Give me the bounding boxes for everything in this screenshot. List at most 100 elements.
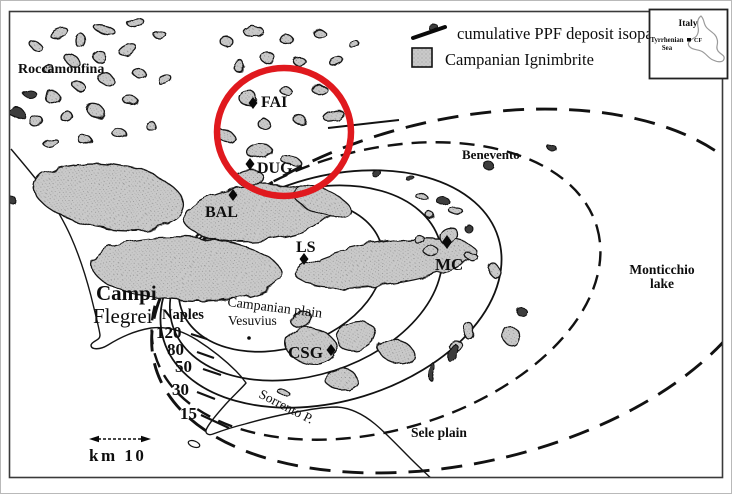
ignimbrite-patch [280, 154, 302, 168]
ignimbrite-patch [123, 96, 139, 106]
ignimbrite-patch [426, 212, 436, 220]
ignimbrite-patch [75, 33, 87, 49]
dark-outcrop [10, 107, 25, 119]
ignimbrite-patch [43, 90, 59, 102]
ignimbrite-patch [347, 38, 359, 48]
isopach-50-curve [159, 169, 503, 409]
ignimbrite-patch [285, 327, 337, 365]
dark-outcrop [515, 306, 527, 316]
ignimbrite-patch [277, 388, 291, 398]
ignimbrite-patch [232, 61, 246, 71]
ignimbrite-patch [292, 114, 306, 124]
ignimbrite-patch [311, 84, 327, 94]
inset-cf-label: CF [694, 38, 702, 44]
label-flegrei: Flegrei [93, 304, 153, 328]
ignimbrite-patch [502, 325, 520, 347]
site-marker-csg [326, 344, 336, 356]
label-site-dug: DUG [257, 160, 293, 177]
dark-outcrop [426, 362, 436, 380]
legend: cumulative PPF deposit isopachs Campania… [411, 24, 675, 69]
ignimbrite-patch [218, 35, 234, 47]
ignimbrite-patch [288, 310, 314, 328]
ignimbrite-patch [328, 56, 344, 66]
site-marker-dug [245, 158, 255, 170]
site-markers [228, 97, 452, 356]
ignimbrite-patch [72, 81, 86, 91]
legend-isopach-label: cumulative PPF deposit isopachs [457, 24, 675, 43]
dark-outcrop [436, 196, 450, 206]
dark-outcrop [22, 88, 36, 98]
capri-island-outline [187, 439, 201, 449]
label-monticchio-line1: Monticchio [629, 262, 694, 277]
isopach-segment [327, 119, 400, 129]
ignimbrite-swatch-icon [411, 47, 433, 68]
label-campi: Campi [96, 281, 157, 305]
label-monticchio-line2: lake [650, 276, 674, 291]
ignimbrite-patch [59, 110, 73, 122]
isopach-value-labels: 120 80 50 30 15 [156, 323, 197, 423]
isopach-dash-icon [411, 25, 447, 40]
red-circle-annotation [213, 64, 355, 200]
ignimbrite-patch [324, 368, 358, 390]
ignimbrite-patch [64, 54, 82, 68]
label-benevento: Benevento [462, 147, 520, 162]
site-marker-bal [228, 189, 238, 201]
place-labels: Roccamonfina Benevento Monticchio lake C… [18, 62, 695, 440]
ignimbrite-patch [145, 121, 157, 131]
ignimbrite-patch [79, 135, 93, 147]
ignimbrite-patch [260, 53, 278, 65]
isopach-label-30: 30 [172, 380, 189, 399]
ignimbrite-patch [127, 17, 145, 29]
isopach-leader-lines [190, 332, 230, 429]
ignimbrite-patch [28, 40, 44, 52]
dark-outcrops [10, 24, 558, 380]
label-site-ls: LS [296, 239, 316, 256]
italy-outline [687, 15, 725, 63]
ignimbrite-patch [154, 31, 168, 41]
isopach-30-curve [150, 141, 602, 441]
ignimbrite-patch [423, 245, 439, 257]
ignimbrite-patch [279, 86, 293, 96]
vesuvius-summit-dot [247, 336, 251, 340]
site-marker-fai [248, 97, 258, 109]
ignimbrite-patch [49, 26, 69, 40]
ignimbrite-patch [43, 137, 59, 149]
label-sele-plain: Sele plain [411, 425, 467, 440]
legend-ignimbrite-label: Campanian Ignimbrite [445, 50, 594, 69]
ignimbrite-patch [323, 110, 345, 122]
ignimbrite-patch [92, 23, 116, 35]
label-vesuvius: Vesuvius [228, 313, 277, 328]
inset-cf-marker [687, 38, 691, 42]
ignimbrite-patch [377, 337, 415, 365]
ignimbrite-patch [243, 25, 263, 37]
ignimbrite-patch [463, 322, 475, 340]
ignimbrite-patch [335, 320, 377, 352]
site-marker-mc [442, 235, 452, 249]
ignimbrite-patch [279, 33, 293, 45]
ignimbrite-patch [92, 49, 106, 63]
inset-sea-label-line1: Tyrrhenian [650, 37, 683, 44]
italy-inset: Italy Tyrrhenian Sea CF [648, 8, 729, 80]
inset-italy-label: Italy [679, 19, 698, 29]
inset-sea-label-line2: Sea [662, 45, 673, 52]
ignimbrite-patch [246, 143, 272, 159]
ignimbrite-patch [158, 75, 174, 87]
isopach-label-80: 80 [167, 340, 184, 359]
isopach-label-120: 120 [156, 323, 182, 342]
dark-outcrop [370, 169, 382, 177]
ignimbrite-patch [464, 251, 478, 261]
ignimbrite-patch [415, 192, 427, 200]
dark-outcrop [10, 194, 16, 204]
label-roccamonfina: Roccamonfina [18, 62, 104, 77]
ignimbrite-patch [487, 262, 499, 276]
dark-outcrop [406, 175, 416, 183]
isopach-label-15: 15 [180, 404, 197, 423]
scale-bar-right-arrow-icon [141, 435, 151, 443]
site-labels: FAI DUG BAL LS MC CSG [205, 94, 463, 362]
label-site-fai: FAI [261, 94, 287, 111]
site-marker-ls [299, 253, 309, 265]
label-site-csg: CSG [288, 343, 323, 362]
label-naples: Naples [162, 307, 204, 323]
